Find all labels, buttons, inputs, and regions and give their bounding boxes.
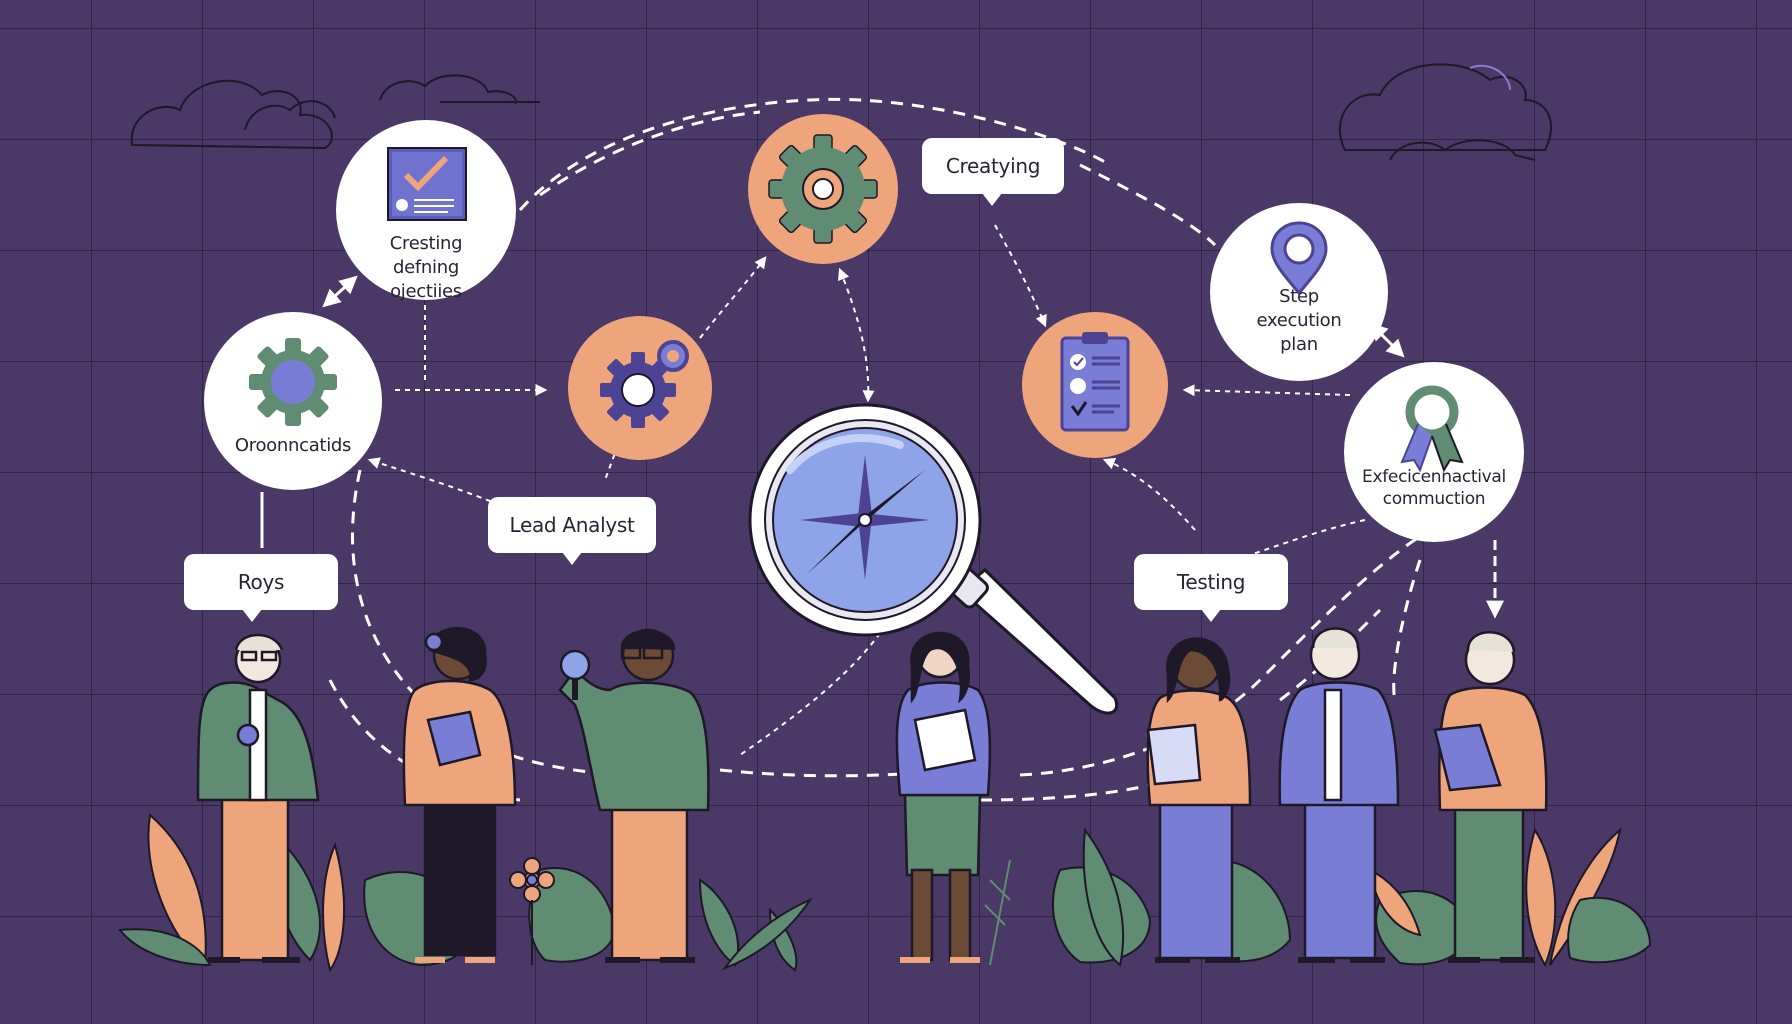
person-4-icon (897, 633, 990, 960)
bubble-creatying: Creatying (922, 138, 1064, 194)
node-label-communication: Exfecicennactival commuction (1344, 466, 1524, 510)
bubble-lead-analyst: Lead Analyst (488, 497, 656, 553)
node-step-execution-plan[interactable]: Step execution plan (1210, 203, 1388, 381)
node-label-oroonncatids: Oroonncatids (204, 434, 382, 458)
node-top-gear[interactable] (748, 114, 898, 264)
gear-icon (568, 316, 712, 460)
node-oroonncatids[interactable]: Oroonncatids (204, 312, 382, 490)
node-communication[interactable]: Exfecicennactival commuction (1344, 362, 1524, 542)
cloud-small-icon (380, 75, 540, 104)
node-label-step-execution-plan: Step execution plan (1210, 285, 1388, 357)
cloud-left-icon (132, 81, 335, 148)
node-left-gear[interactable] (568, 316, 712, 460)
bubble-testing: Testing (1134, 554, 1288, 610)
ribbon-icon (1344, 362, 1524, 542)
clipboard-checklist-icon (1022, 312, 1168, 458)
gear-icon (204, 312, 382, 490)
node-label-defining-objectives: Cresting defning ojectiies (336, 232, 516, 304)
node-clipboard[interactable] (1022, 312, 1168, 458)
node-defining-objectives[interactable]: Cresting defning ojectiies (336, 120, 516, 300)
gear-icon (748, 114, 898, 264)
cloud-right-icon (1340, 64, 1551, 160)
bubble-roys: Roys (184, 554, 338, 610)
